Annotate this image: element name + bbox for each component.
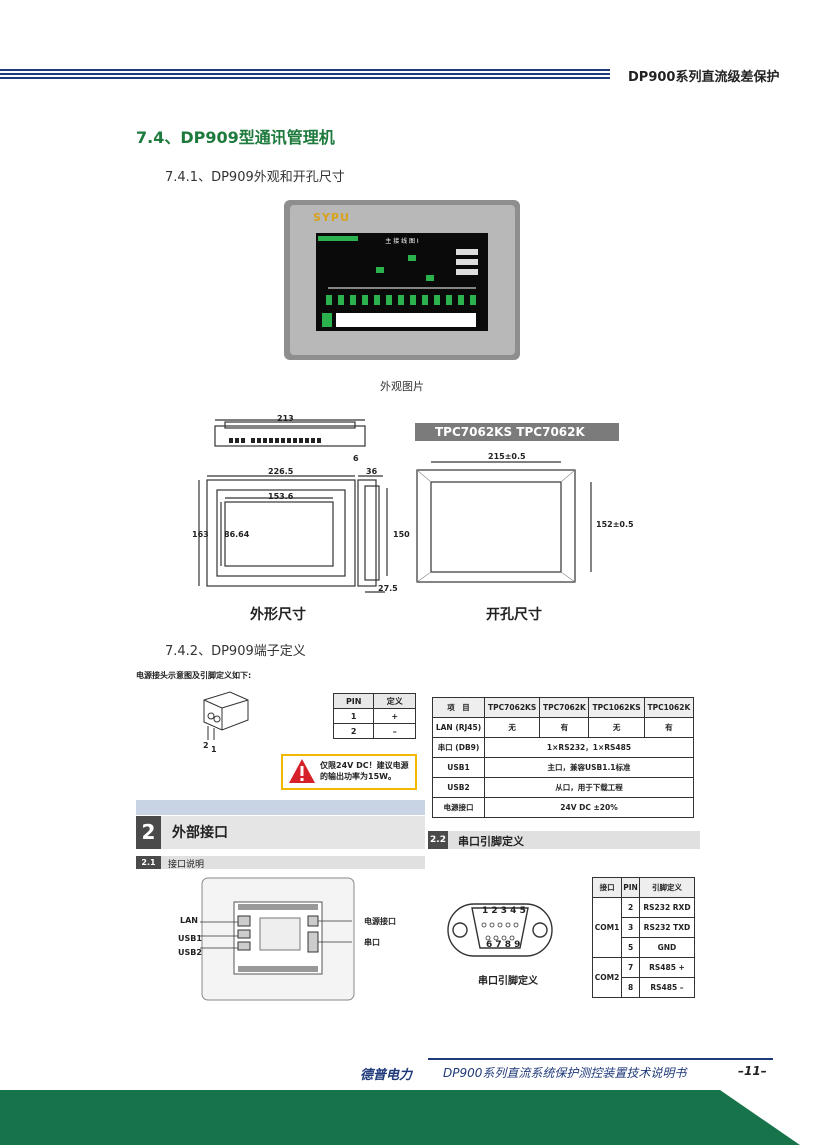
cell: + — [373, 708, 416, 724]
header-rule — [0, 69, 610, 83]
rear-panel-drawing — [200, 877, 355, 1001]
sub21-bar — [136, 856, 425, 869]
sub21-num: 2.1 — [136, 856, 161, 869]
cell: 3 — [621, 917, 640, 938]
cell: 2 — [621, 897, 640, 918]
section-band — [136, 800, 425, 815]
pin-label-2: 2 — [203, 741, 209, 750]
warning-icon — [289, 759, 315, 783]
dim-215: 215±0.5 — [488, 452, 526, 461]
db9-top-pins: 1 2 3 4 5 — [482, 906, 526, 916]
footer-rule — [428, 1058, 773, 1060]
cell: 1 — [332, 708, 375, 724]
screen-title: 主 接 线 图 I — [385, 237, 419, 245]
db9-connector-icon — [447, 903, 553, 957]
dim-27-5: 27.5 — [378, 584, 398, 593]
cell-com2: COM2 — [591, 957, 623, 998]
dim-36: 36 — [366, 467, 378, 476]
dim-163: 163 — [192, 530, 209, 539]
ext-title: 外部接口 — [172, 825, 228, 841]
dim-153-6: 153.6 — [268, 492, 294, 501]
screen-diagram: 主 接 线 图 I — [318, 236, 478, 327]
cell: 8 — [621, 977, 640, 998]
cell: 主口，兼容USB1.1标准 — [484, 757, 694, 778]
cell: 有 — [539, 717, 590, 738]
th-port: 接口 — [591, 877, 623, 898]
header-title: DP900系列直流级差保护 — [628, 70, 780, 85]
th-pin: PIN — [332, 693, 375, 709]
device-screen: 主 接 线 图 I — [316, 233, 488, 331]
connector-note: 电源接头示意图及引脚定义如下: — [136, 671, 252, 680]
cell: 5 — [621, 937, 640, 958]
th-model: TPC1062K — [643, 697, 695, 718]
photo-caption: 外观图片 — [380, 380, 424, 393]
cell: GND — [638, 937, 696, 958]
dim-150: 150 — [393, 530, 410, 539]
sub22-bar — [428, 831, 700, 849]
th-model: TPC7062KS — [484, 697, 541, 718]
sub22-num: 2.2 — [428, 831, 448, 849]
cell: USB2 — [431, 777, 486, 798]
ext-num: 2 — [136, 816, 161, 849]
device-logo: SYPU — [313, 211, 350, 224]
dim-226-5: 226.5 — [268, 467, 294, 476]
cell: 从口，用于下载工程 — [484, 777, 694, 798]
dim-86-64: 86.64 — [224, 530, 250, 539]
th-def: 定义 — [373, 693, 416, 709]
cell: 无 — [588, 717, 645, 738]
dim-152: 152±0.5 — [596, 520, 634, 529]
dim-6: 6 — [353, 454, 359, 463]
th-model: TPC1062KS — [588, 697, 645, 718]
sub21-title: 接口说明 — [168, 860, 205, 870]
cell: 2 — [332, 723, 375, 739]
pin-label-1: 1 — [211, 745, 217, 754]
model-bar: TPC7062KS TPC7062K — [415, 423, 619, 441]
cell-com1: COM1 — [591, 897, 623, 958]
cell: RS232 TXD — [638, 917, 696, 938]
spec-table: 项 目 TPC7062KS TPC7062K TPC1062KS TPC1062… — [431, 697, 695, 818]
section-title: 7.4、DP909型通讯管理机 — [136, 128, 335, 147]
label-lan: LAN — [180, 916, 198, 925]
cell: 24V DC ±20% — [484, 797, 694, 818]
footer-brand: 德普电力 — [360, 1068, 413, 1083]
label-power: 电源接口 — [364, 917, 396, 926]
label-usb1: USB1 — [178, 934, 202, 943]
label-usb2: USB2 — [178, 948, 202, 957]
cell: – — [373, 723, 416, 739]
cell: RS485 + — [638, 957, 696, 978]
db9-caption: 串口引脚定义 — [478, 976, 538, 987]
power-connector-icon — [203, 691, 249, 740]
dim-213: 213 — [277, 414, 294, 423]
label-serial: 串口 — [364, 938, 380, 947]
th-pin: PIN — [621, 877, 640, 898]
outline-label: 外形尺寸 — [250, 607, 306, 623]
cell: 电源接口 — [431, 797, 486, 818]
ext-title-bar — [136, 816, 425, 849]
cutout-label: 开孔尺寸 — [486, 607, 542, 623]
sub22-title: 串口引脚定义 — [458, 835, 524, 848]
cell: USB1 — [431, 757, 486, 778]
cell: 串口 (DB9) — [431, 737, 486, 758]
footer-band — [0, 1090, 800, 1145]
subsection-title-1: 7.4.1、DP909外观和开孔尺寸 — [165, 170, 345, 185]
cell: RS232 RXD — [638, 897, 696, 918]
footer-text: DP900系列直流系统保护测控装置技术说明书 — [443, 1066, 687, 1080]
cell: 无 — [484, 717, 541, 738]
page-number: –11– — [738, 1064, 767, 1078]
th-item: 项 目 — [431, 697, 486, 718]
db9-bottom-pins: 6 7 8 9 — [486, 940, 521, 950]
warning-text: 仅限24V DC！建议电源的输出功率为15W。 — [320, 761, 409, 781]
cell: LAN (RJ45) — [431, 717, 486, 738]
cell: RS485 – — [638, 977, 696, 998]
cell: 有 — [643, 717, 695, 738]
dimension-drawings — [198, 419, 592, 593]
cell: 7 — [621, 957, 640, 978]
cell: 1×RS232，1×RS485 — [484, 737, 694, 758]
th-def: 引脚定义 — [638, 877, 696, 898]
th-model: TPC7062K — [539, 697, 590, 718]
subsection-title-2: 7.4.2、DP909端子定义 — [165, 644, 306, 659]
